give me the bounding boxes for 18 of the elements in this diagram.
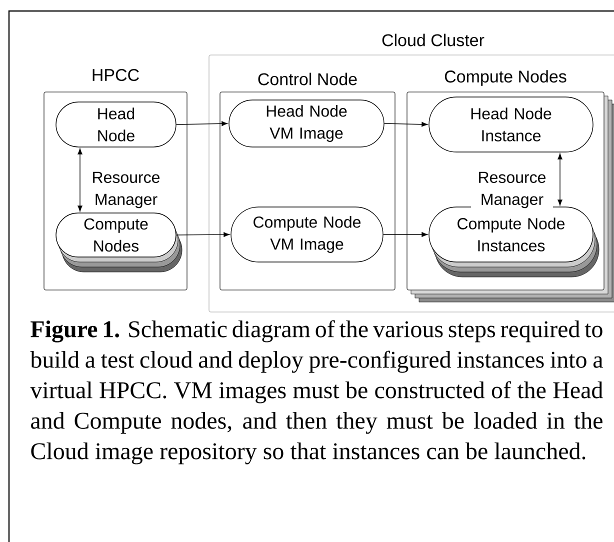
edge-label: Resource Manager <box>471 170 553 210</box>
process-node: Head Node Instance <box>428 96 594 152</box>
edge-label: Resource Manager <box>85 170 167 210</box>
arrow <box>176 232 230 237</box>
node-label: Control Node <box>258 72 357 86</box>
arrow <box>383 232 428 237</box>
node-label: HPCC <box>92 68 139 82</box>
figure-caption: Figure 1. Schematic diagram of the various steps required to build a test cloud and deploy pre-configured instances into a virtual HPCC. VM images must be constructed of the Head and Compute nodes, and then they must be loaded in the Cloud image repository so that instances can be launched. <box>30 320 603 464</box>
arrow <box>176 121 228 126</box>
arrow <box>78 148 82 212</box>
arrow <box>558 153 562 206</box>
process-node: Compute Node VM Image <box>230 206 384 262</box>
process-node: Compute Nodes <box>56 212 176 258</box>
process-node: Head Node VM Image <box>228 100 384 148</box>
process-node: Head Node <box>56 102 176 148</box>
node-label: Compute Nodes <box>444 70 566 86</box>
node-label: Cloud Cluster <box>382 34 484 46</box>
arrow <box>384 122 428 127</box>
